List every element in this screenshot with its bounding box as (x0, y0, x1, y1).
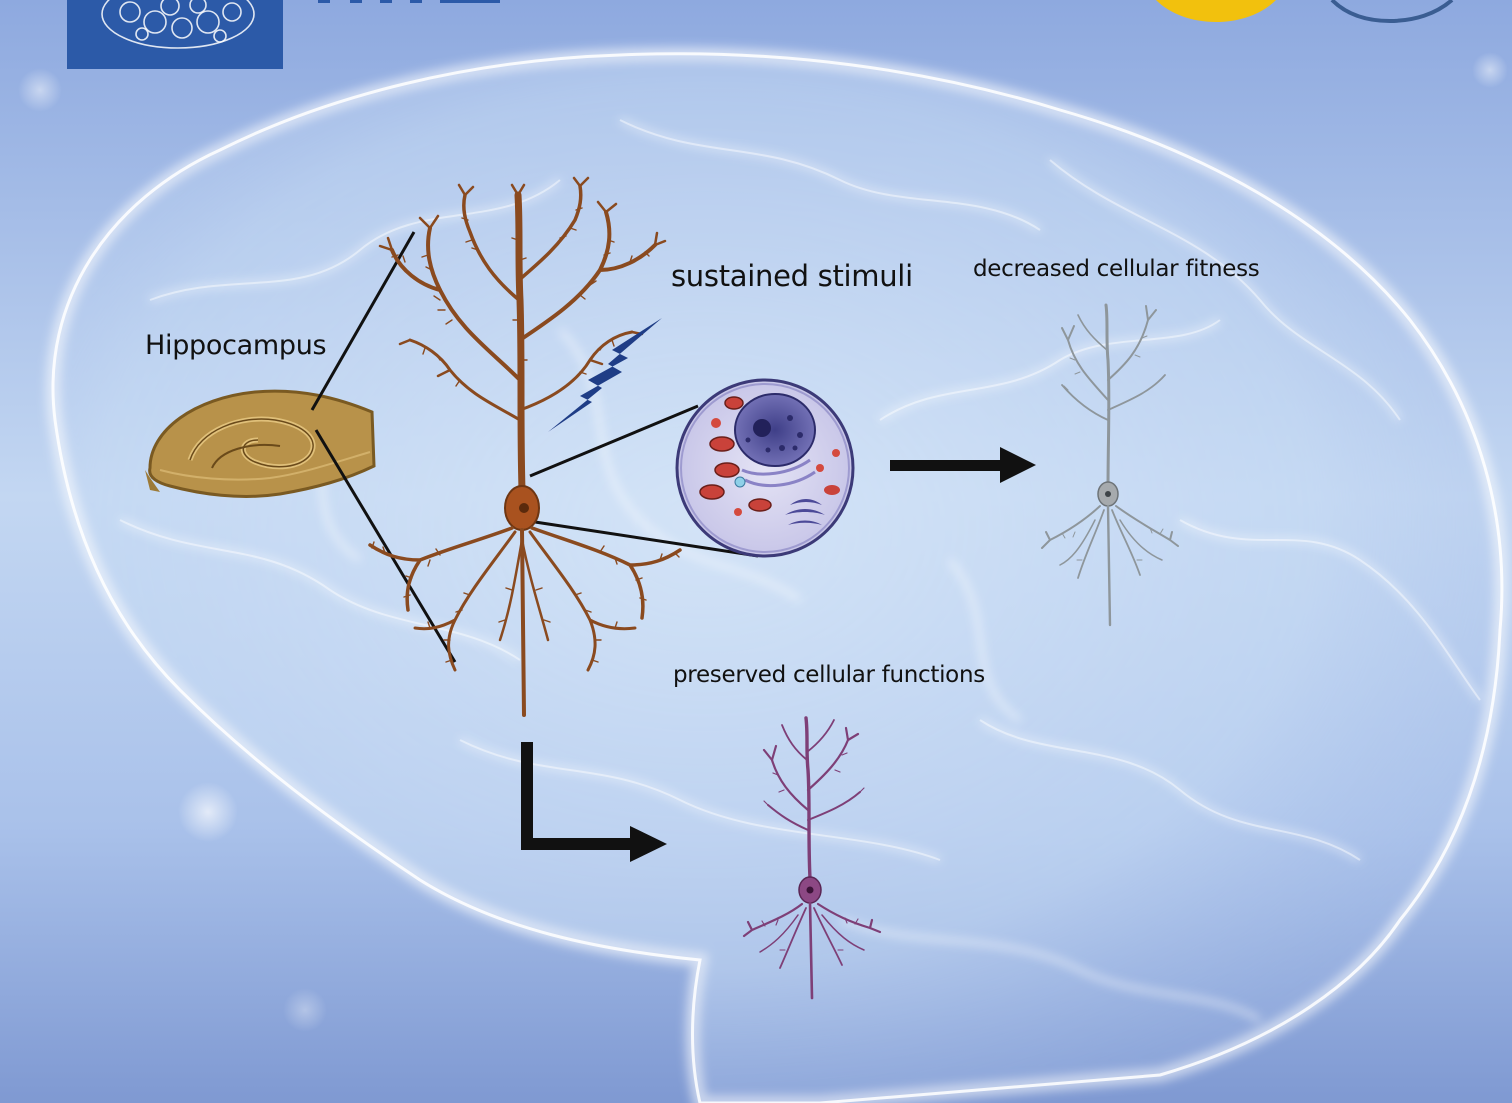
cell-organelles-icon (677, 380, 853, 556)
decreased-fitness-label: decreased cellular fitness (973, 256, 1259, 282)
preserved-functions-label: preserved cellular functions (673, 662, 985, 688)
hippocampus-label: Hippocampus (145, 330, 326, 361)
sustained-stimuli-label: sustained stimuli (671, 259, 913, 293)
